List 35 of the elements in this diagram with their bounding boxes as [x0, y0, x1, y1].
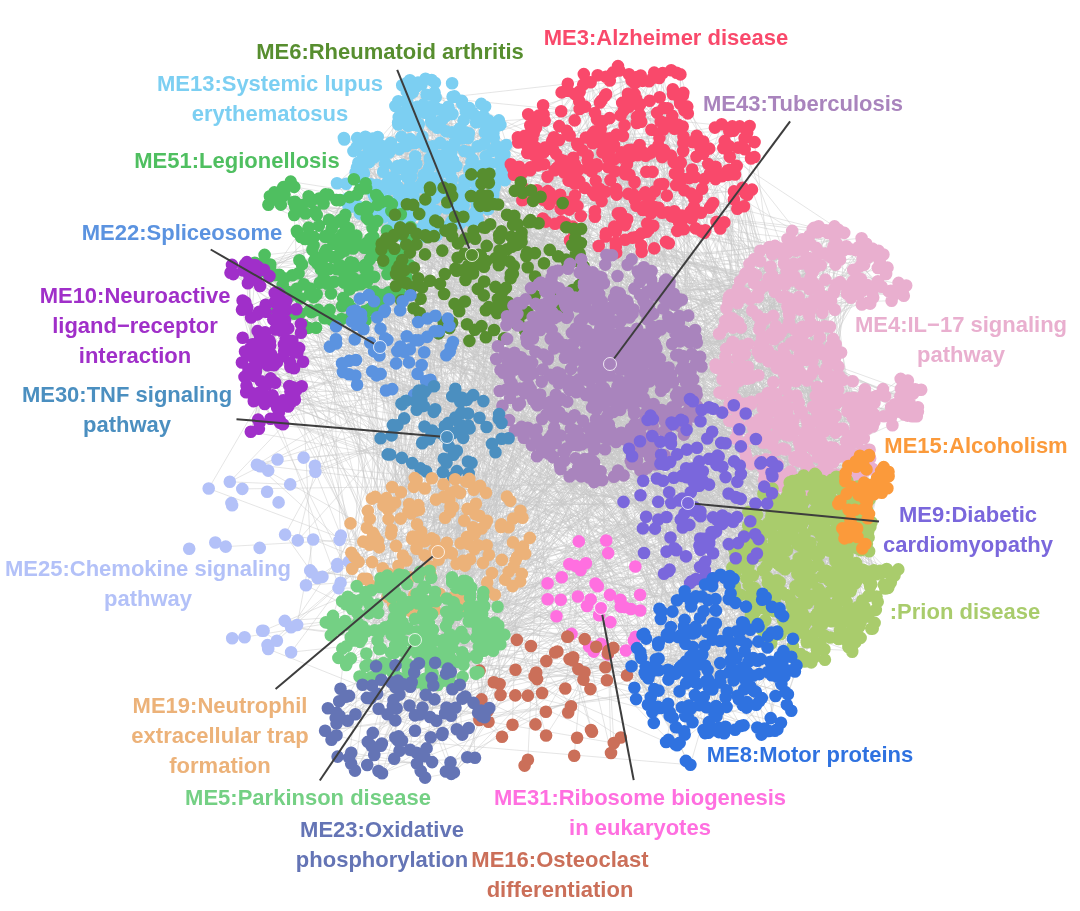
network-node-dot [681, 496, 695, 510]
module-label: ME22:Spliceosome [80, 218, 284, 248]
leader-line [274, 555, 434, 691]
module-label: ME3:Alzheimer disease [542, 24, 790, 52]
module-label: ME19:Neutrophil extracellular trap formation [130, 691, 310, 781]
network-node-dot [431, 545, 445, 559]
leader-line [613, 120, 792, 360]
module-label: ME6:Rheumatoid arthritis [255, 37, 525, 67]
leader-line [318, 644, 413, 782]
network-node-dot [440, 430, 454, 444]
module-label: ME13:Systemic lupus erythematosus [155, 70, 385, 128]
leader-line [209, 248, 375, 345]
module-label: :Prion disease [888, 598, 1042, 626]
module-label: ME10:Neuroactive ligand−receptor interaction [38, 282, 232, 370]
network-node-dot [603, 357, 617, 371]
leader-line [693, 502, 880, 523]
module-label: ME9:Diabetic cardiomyopathy [882, 500, 1054, 560]
leader-line [601, 613, 635, 782]
network-node-dot [594, 601, 608, 615]
module-label: ME8:Motor proteins [705, 741, 915, 769]
leader-line [235, 418, 442, 438]
module-label: ME5:Parkinson disease [184, 783, 432, 813]
module-label: ME4:IL−17 signaling pathway [853, 311, 1069, 369]
network-node-dot [408, 633, 422, 647]
module-label: ME31:Ribosome biogenesis in eukaryotes [492, 783, 788, 843]
module-label: ME30:TNF signaling pathway [20, 380, 234, 440]
module-label: ME23:Oxidative phosphorylation [294, 816, 470, 874]
module-label: ME43:Tuberculosis [701, 89, 905, 119]
module-label: ME51:Legionellosis [133, 147, 341, 175]
module-label: ME25:Chemokine signaling pathway [3, 555, 293, 613]
module-label: ME16:Osteoclast differentiation [470, 846, 650, 904]
leader-line [396, 68, 471, 250]
network-node-dot [373, 340, 387, 354]
module-label: ME15:Alcoholism [883, 432, 1069, 460]
network-node-dot [465, 248, 479, 262]
